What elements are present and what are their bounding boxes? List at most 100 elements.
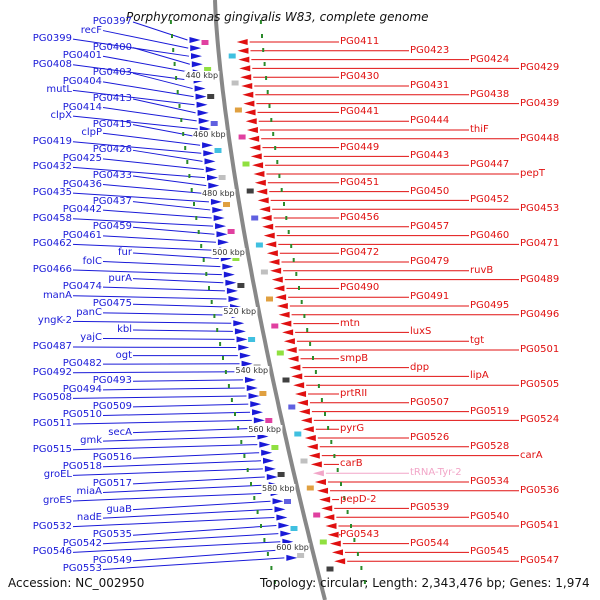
left-gene-label: PG0542	[62, 537, 102, 549]
kbp-tick-label: 560 kbp	[247, 425, 282, 435]
right-gene-label: tRNA-Tyr-2	[410, 467, 462, 479]
forward-gene-arrow	[223, 271, 235, 278]
reverse-gene-arrow	[263, 232, 275, 239]
left-gene-label: clpP	[81, 127, 102, 139]
left-gene-label: groEL	[43, 469, 72, 481]
guide-dot	[290, 244, 293, 248]
guide-dot	[314, 370, 317, 374]
left-connector	[132, 124, 200, 138]
left-gene-label: PG0436	[62, 178, 102, 190]
reverse-gene-arrow	[317, 487, 329, 494]
right-gene-label: PG0541	[520, 520, 560, 531]
left-connector	[72, 89, 195, 106]
reverse-gene-arrow	[325, 523, 337, 529]
right-gene-label: PG0431	[410, 80, 450, 91]
forward-gene-arrow	[207, 174, 219, 181]
kbp-tick-label: 600 kbp	[275, 543, 310, 553]
left-gene-label: ogt	[115, 349, 132, 361]
forward-gene-arrow	[261, 449, 273, 456]
guide-dot	[309, 342, 312, 346]
left-connector	[72, 115, 198, 130]
left-connector	[102, 460, 262, 468]
right-gene-label: PG0534	[470, 476, 510, 487]
guide-dot	[219, 342, 222, 346]
guide-dot	[205, 272, 208, 276]
left-gene-label: PG0426	[92, 144, 132, 156]
left-gene-label: PG0475	[92, 298, 132, 310]
forward-gene-arrow	[263, 457, 275, 464]
reverse-gene-arrow	[275, 294, 287, 301]
right-gene-label: PG0479	[410, 256, 450, 267]
forward-gene-arrow	[259, 441, 271, 448]
left-gene-label: PG0413	[92, 92, 132, 104]
kbp-tick-label: 500 kbp	[211, 248, 246, 258]
gene-block	[207, 94, 215, 99]
guide-dot	[266, 90, 269, 94]
guide-dot	[360, 566, 363, 570]
right-gene-label: PG0547	[520, 555, 560, 567]
guide-dot	[210, 300, 213, 304]
right-gene-label: prtRII	[340, 388, 368, 399]
left-gene-label: kbl	[117, 323, 132, 335]
guide-dot	[353, 538, 356, 542]
gene-block	[288, 404, 296, 410]
right-gene-label: PG0438	[470, 88, 510, 100]
left-connector	[102, 286, 225, 292]
reverse-gene-arrow	[306, 443, 318, 450]
left-connector	[72, 38, 190, 57]
left-gene-label: miaA	[76, 486, 103, 498]
gene-block	[319, 539, 327, 545]
guide-dot	[250, 482, 252, 486]
left-gene-label: PG0546	[32, 546, 72, 558]
left-connector	[102, 387, 245, 391]
gene-block	[313, 512, 321, 518]
forward-gene-arrow	[191, 61, 203, 68]
reverse-gene-arrow	[334, 558, 346, 565]
left-gene-label: PG0433	[92, 169, 132, 181]
guide-dot	[262, 48, 265, 52]
guide-dot	[317, 384, 320, 388]
guide-dot	[270, 566, 273, 570]
guide-dot	[268, 104, 271, 108]
right-gene-label: pepT	[520, 168, 545, 179]
guide-dot	[169, 20, 172, 24]
forward-gene-arrow	[236, 336, 248, 343]
left-gene-label: PG0487	[32, 341, 72, 353]
gene-block	[251, 215, 259, 221]
left-gene-label: PG0404	[62, 75, 102, 87]
forward-gene-arrow	[264, 465, 276, 472]
left-connector	[102, 184, 208, 195]
right-gene-label: carA	[520, 449, 543, 461]
left-gene-label: purA	[108, 272, 132, 284]
right-gene-label: PG0451	[340, 176, 380, 188]
guide-dot	[265, 76, 268, 80]
gene-block	[277, 472, 285, 477]
left-gene-label: PG0462	[32, 238, 72, 250]
guide-dot	[184, 146, 187, 150]
left-gene-label: groES	[42, 495, 72, 506]
guide-dot	[222, 356, 224, 360]
right-gene-label: PG0430	[340, 71, 380, 83]
reverse-gene-arrow	[329, 540, 341, 547]
left-connector	[132, 303, 229, 308]
forward-gene-arrow	[194, 85, 206, 92]
right-gene-label: luxS	[410, 326, 432, 338]
left-connector	[72, 444, 258, 451]
left-gene-label: PG0459	[92, 221, 132, 233]
kbp-tick-label: 540 kbp	[234, 366, 270, 376]
left-gene-label: manA	[42, 289, 72, 301]
reverse-gene-arrow	[296, 399, 308, 406]
forward-gene-arrow	[246, 384, 258, 391]
forward-gene-arrow	[233, 320, 245, 327]
gene-block	[218, 175, 226, 180]
left-gene-label: PG0414	[62, 101, 102, 113]
gene-block	[265, 418, 273, 423]
left-gene-label: PG0511	[32, 418, 72, 430]
guide-dot	[340, 482, 342, 486]
left-gene-label: PG0508	[32, 392, 72, 404]
reverse-gene-arrow	[321, 505, 333, 512]
gene-block	[232, 256, 240, 261]
guide-dot	[266, 552, 269, 556]
forward-gene-arrow	[202, 142, 214, 149]
map-title: Porphyromonas gingivalis W83, complete g…	[126, 10, 429, 24]
